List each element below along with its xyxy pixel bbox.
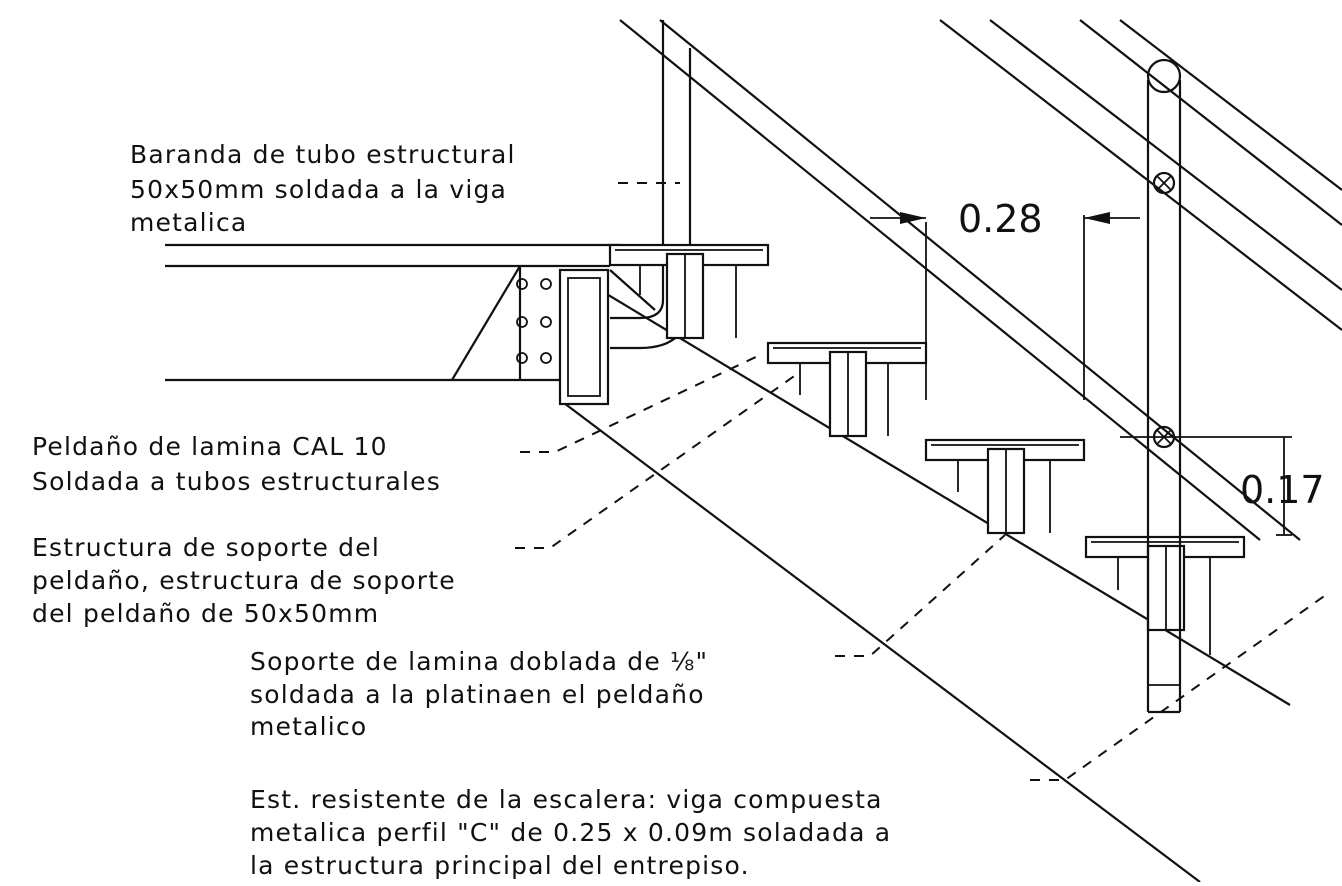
svg-text:metalica perfil "C" de 0.25 x: metalica perfil "C" de 0.25 x 0.09m sola… [250, 818, 891, 847]
handrail-lines [619, 19, 1342, 541]
note-estructura: Estructura de soporte del peldaño, estru… [32, 533, 456, 628]
note-baranda: Baranda de tubo estructural 50x50mm sold… [130, 140, 516, 237]
dimension-tread: 0.28 [870, 197, 1140, 400]
svg-text:Peldaño de lamina CAL 10: Peldaño de lamina CAL 10 [32, 432, 388, 461]
stringer-lines [559, 289, 1291, 883]
step-1 [608, 243, 770, 340]
bolt-upper-icon [1152, 171, 1176, 195]
note-soporte: Soporte de lamina doblada de ⅛" soldada … [250, 647, 708, 741]
svg-text:soldada a la platinaen el peld: soldada a la platinaen el peldaño [250, 680, 705, 709]
note-peldano: Peldaño de lamina CAL 10 Soldada a tubos… [32, 432, 441, 496]
step-4 [1084, 535, 1246, 655]
note-est-resistente: Est. resistente de la escalera: viga com… [250, 785, 891, 880]
step-2 [766, 341, 928, 438]
svg-text:metalico: metalico [250, 712, 367, 741]
leader-lines [515, 182, 1331, 781]
svg-text:metalica: metalica [130, 208, 247, 237]
svg-text:50x50mm soldada a la viga: 50x50mm soldada a la viga [130, 175, 507, 204]
step-3 [924, 438, 1086, 535]
dimension-tread-label: 0.28 [958, 197, 1043, 241]
svg-text:la estructura principal del en: la estructura principal del entrepiso. [250, 851, 750, 880]
right-post [1146, 58, 1182, 714]
svg-text:del peldaño de 50x50mm: del peldaño de 50x50mm [32, 599, 379, 628]
svg-text:Estructura de soporte del: Estructura de soporte del [32, 533, 380, 562]
dimension-riser: 0.17 [1120, 436, 1325, 536]
svg-text:Baranda de tubo estructural: Baranda de tubo estructural [130, 140, 516, 169]
svg-text:Est. resistente de la escalera: Est. resistente de la escalera: viga com… [250, 785, 883, 814]
dimension-riser-label: 0.17 [1240, 468, 1325, 512]
svg-text:Soporte de lamina doblada de ⅛: Soporte de lamina doblada de ⅛" [250, 647, 708, 676]
svg-text:peldaño, estructura de soporte: peldaño, estructura de soporte [32, 566, 456, 595]
svg-text:Soldada a tubos estructurales: Soldada a tubos estructurales [32, 467, 441, 496]
floor-beam [165, 243, 620, 406]
